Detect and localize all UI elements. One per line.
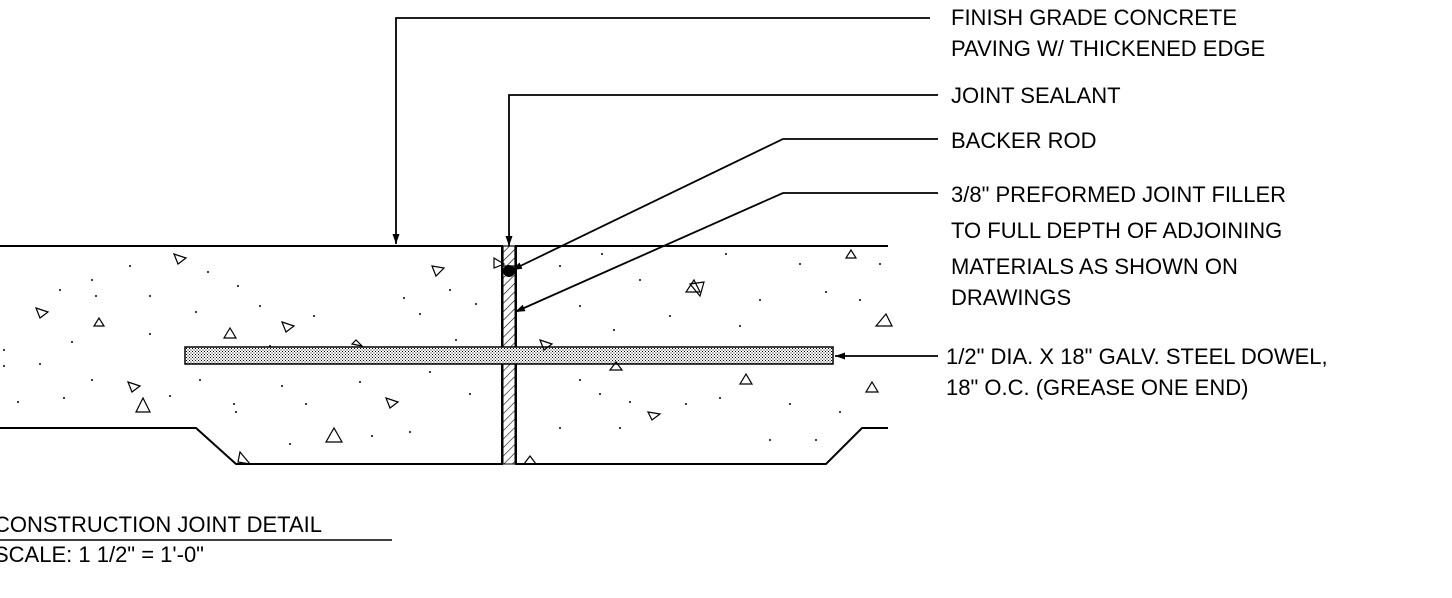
- joint-sealant-note: JOINT SEALANT: [951, 83, 1121, 108]
- preformed-joint-filler: [502, 265, 516, 465]
- joint-filler-note-line-4: DRAWINGS: [951, 285, 1071, 310]
- backer-rod-note: BACKER ROD: [951, 128, 1096, 153]
- dowel-note-line-1: 1/2" DIA. X 18" GALV. STEEL DOWEL,: [946, 344, 1328, 369]
- joint-sealant-leader: [505, 94, 938, 246]
- finish-grade-note-line-2: PAVING W/ THICKENED EDGE: [951, 36, 1265, 61]
- detail-scale: SCALE: 1 1/2" = 1'-0": [0, 542, 204, 567]
- aggregate-dots: [3, 253, 881, 445]
- finish-grade-note-line-1: FINISH GRADE CONCRETE: [951, 5, 1237, 30]
- aggregate-pattern: [34, 248, 893, 465]
- backer-rod-leader: [511, 138, 938, 271]
- backer-rod: [503, 265, 515, 277]
- joint-filler-note-line-3: MATERIALS AS SHOWN ON: [951, 254, 1238, 279]
- dowel-note-line-2: 18" O.C. (GREASE ONE END): [946, 375, 1248, 400]
- joint-filler-note-line-1: 3/8" PREFORMED JOINT FILLER: [951, 182, 1286, 207]
- joint-sealant: [502, 245, 516, 267]
- right-concrete-slab: [515, 245, 888, 465]
- steel-dowel: [184, 346, 834, 365]
- finish-grade-leader: [392, 17, 930, 244]
- left-concrete-slab: [0, 245, 503, 465]
- detail-title: CONSTRUCTION JOINT DETAIL: [0, 512, 322, 537]
- joint-filler-note-line-2: TO FULL DEPTH OF ADJOINING: [951, 218, 1282, 243]
- joint-filler-leader: [514, 192, 938, 313]
